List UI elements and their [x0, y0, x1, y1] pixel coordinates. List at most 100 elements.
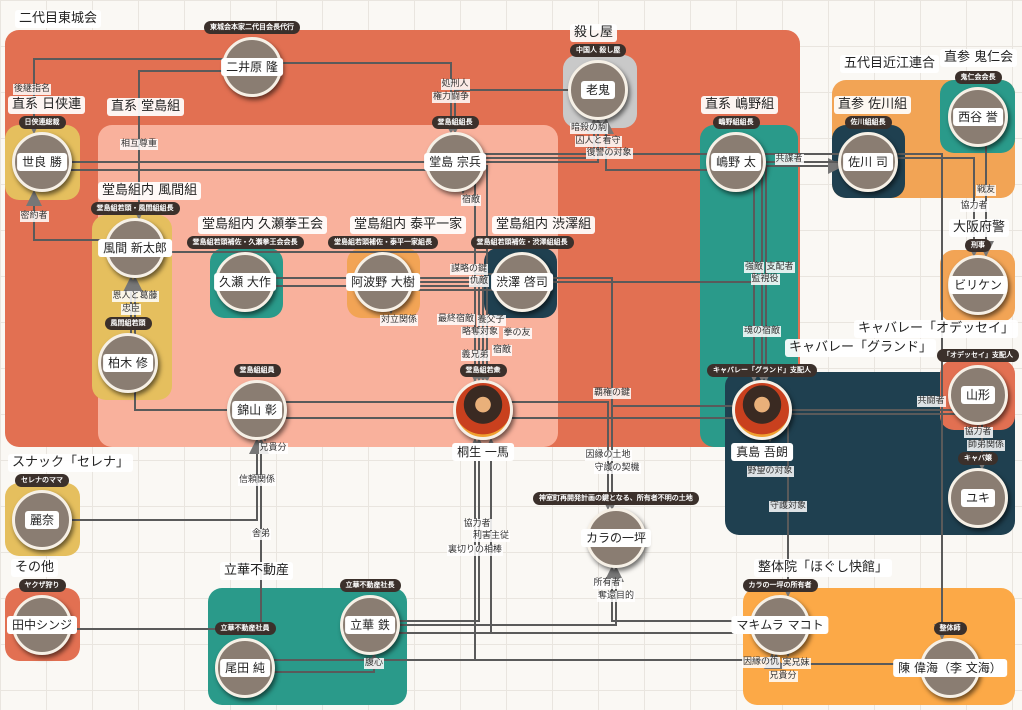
role-badge: 風間組若頭 — [104, 316, 152, 330]
edge-label: 後継指名 — [13, 84, 52, 95]
node-kazama[interactable]: 風間 新太郎 — [98, 218, 172, 278]
node-kara[interactable]: カラの一坪 — [580, 508, 652, 568]
node-nishitani[interactable]: 西谷 誉 — [948, 87, 1008, 147]
node-name: 阿波野 大樹 — [346, 273, 420, 291]
edge-label: 密約者 — [19, 210, 49, 222]
edge-label: 権力闘争 — [432, 92, 471, 103]
node-awano[interactable]: 阿波野 大樹 — [346, 252, 420, 312]
node-dojima[interactable]: 堂島 宗兵 — [424, 132, 486, 192]
node-name: ビリケン — [949, 276, 1007, 294]
node-yamagata[interactable]: 山形 — [948, 365, 1008, 425]
edge-label: 仇敵 — [469, 275, 490, 287]
edge-label: 養父子 — [476, 314, 506, 326]
node-name: 堂島 宗兵 — [424, 153, 486, 171]
role-badge: 堂島組若衆 — [459, 363, 507, 377]
role-badge: 立華不動産社員 — [214, 621, 276, 635]
node-name: 風間 新太郎 — [98, 239, 172, 257]
node-billiken[interactable]: ビリケン — [948, 255, 1008, 315]
edge-label: 強敵 — [744, 261, 765, 273]
group-label: 大阪府警 — [949, 219, 1010, 237]
role-badge: キャバ嬢 — [958, 451, 998, 465]
edge-label: 信頼関係 — [238, 474, 277, 486]
node-name: 佐川 司 — [843, 153, 893, 171]
role-badge: 鬼仁会会長 — [954, 70, 1002, 84]
node-majima[interactable]: 真島 吾朗 — [731, 380, 793, 461]
edge-label: 対立関係 — [380, 314, 419, 326]
group-label: 直系 堂島組 — [107, 98, 185, 116]
group-label: 直参 佐川組 — [834, 96, 912, 114]
group-label: 堂島組内 渋澤組 — [492, 216, 596, 234]
edge-label: 奪還目的 — [597, 591, 636, 602]
edge-label: 監視役 — [750, 273, 780, 285]
node-name: マキムラ マコト — [731, 616, 829, 634]
group-label: 二代目東城会 — [15, 10, 102, 28]
node-sera[interactable]: 世良 勝 — [12, 132, 72, 192]
role-badge: 佐川組組長 — [844, 115, 892, 129]
edge-label: 宿敵 — [492, 344, 513, 356]
role-badge: 「オデッセイ」支配人 — [937, 348, 1019, 362]
edge-label: 実兄妹 — [781, 657, 811, 669]
node-laogui[interactable]: 老鬼 — [568, 60, 628, 120]
edge-label: 守護の契機 — [593, 462, 641, 474]
node-name: 尾田 純 — [220, 659, 270, 677]
group-label: キャバレー「グランド」 — [785, 339, 937, 357]
role-badge: 日侠連総裁 — [18, 115, 66, 129]
edge-label: 処刑人 — [440, 78, 470, 90]
edge-label: 覇権の鍵 — [593, 387, 632, 399]
edge-label: 拳の友 — [502, 327, 532, 339]
edge-tachibana-makimura — [370, 632, 796, 657]
role-badge: 刑事 — [965, 238, 991, 252]
node-reina[interactable]: 麗奈 — [12, 490, 72, 550]
edge-label: 宿敵 — [461, 194, 482, 206]
node-name: 田中シンジ — [6, 616, 78, 634]
node-sagawa[interactable]: 佐川 司 — [838, 132, 898, 192]
edge-label: 最終宿敵 — [437, 313, 476, 325]
node-name: 桐生 一馬 — [452, 443, 514, 461]
role-badge: 神室町再開発計画の鍵となる、所有者不明の土地 — [533, 491, 699, 505]
edge-label: 利害主従 — [472, 531, 511, 542]
edge-label: 囚人と看守 — [574, 135, 622, 147]
node-kiryu[interactable]: 桐生 一馬 — [452, 380, 514, 461]
role-badge: 堂島組若頭・風間組組長 — [90, 201, 180, 215]
edge-label: 師弟関係 — [967, 439, 1006, 451]
role-badge: 堂島組若頭補佐・泰平一家組長 — [328, 235, 438, 249]
node-tachibana[interactable]: 立華 鉄 — [340, 595, 400, 655]
node-shimano[interactable]: 嶋野 太 — [706, 132, 766, 192]
edge-label: 略奪対象 — [461, 326, 500, 338]
edge-label: 恩人と葛藤 — [111, 290, 159, 302]
node-oda[interactable]: 尾田 純 — [215, 638, 275, 698]
edge-label: 魂の宿敵 — [743, 325, 782, 337]
node-kashiwagi[interactable]: 柏木 修 — [98, 333, 158, 393]
group-label: スナック「セレナ」 — [8, 454, 134, 472]
node-name: 麗奈 — [24, 511, 60, 529]
group-label: 堂島組内 久瀬拳王会 — [198, 216, 328, 234]
edge-label: 暗殺の駒 — [570, 122, 609, 134]
edge-label: 腹心 — [364, 658, 385, 669]
edge-label: 戦友 — [976, 184, 997, 196]
edge-label: 舎弟 — [251, 529, 272, 540]
group-label: 殺し屋 — [570, 24, 618, 42]
edge-label: 相互尊重 — [120, 139, 159, 150]
group-label: 整体院「ほぐし快館」 — [754, 559, 893, 577]
node-nishikiyama[interactable]: 錦山 彰 — [227, 380, 287, 440]
edge-label: 守護対象 — [769, 501, 808, 512]
edge-label: 謀略の鍵 — [450, 263, 489, 275]
node-yuki[interactable]: ユキ — [948, 468, 1008, 528]
role-badge: セレナのママ — [15, 473, 69, 487]
edge-label: 共闘者 — [916, 395, 946, 407]
node-kuze[interactable]: 久瀬 大作 — [214, 252, 276, 312]
role-badge: 整体師 — [933, 621, 967, 635]
node-nihara[interactable]: 二井原 隆 — [221, 37, 283, 97]
node-lee[interactable]: 陳 偉海（李 文海） — [893, 638, 1007, 698]
group-label: 五代目近江連合 — [840, 55, 940, 73]
node-shibusawa[interactable]: 渋澤 啓司 — [491, 252, 553, 312]
node-name: カラの一坪 — [580, 529, 652, 547]
edge-label: 兄貴分 — [768, 671, 798, 682]
role-badge: キャバレー「グランド」支配人 — [707, 363, 817, 377]
node-name: 西谷 誉 — [953, 108, 1003, 126]
role-badge: 堂島組若頭補佐・渋澤組組長 — [470, 235, 574, 249]
node-makimura[interactable]: マキムラ マコト — [731, 595, 829, 655]
node-tanaka[interactable]: 田中シンジ — [6, 595, 78, 655]
group-label: 立華不動産 — [220, 562, 294, 580]
edge-label: 所有者 — [592, 578, 622, 589]
